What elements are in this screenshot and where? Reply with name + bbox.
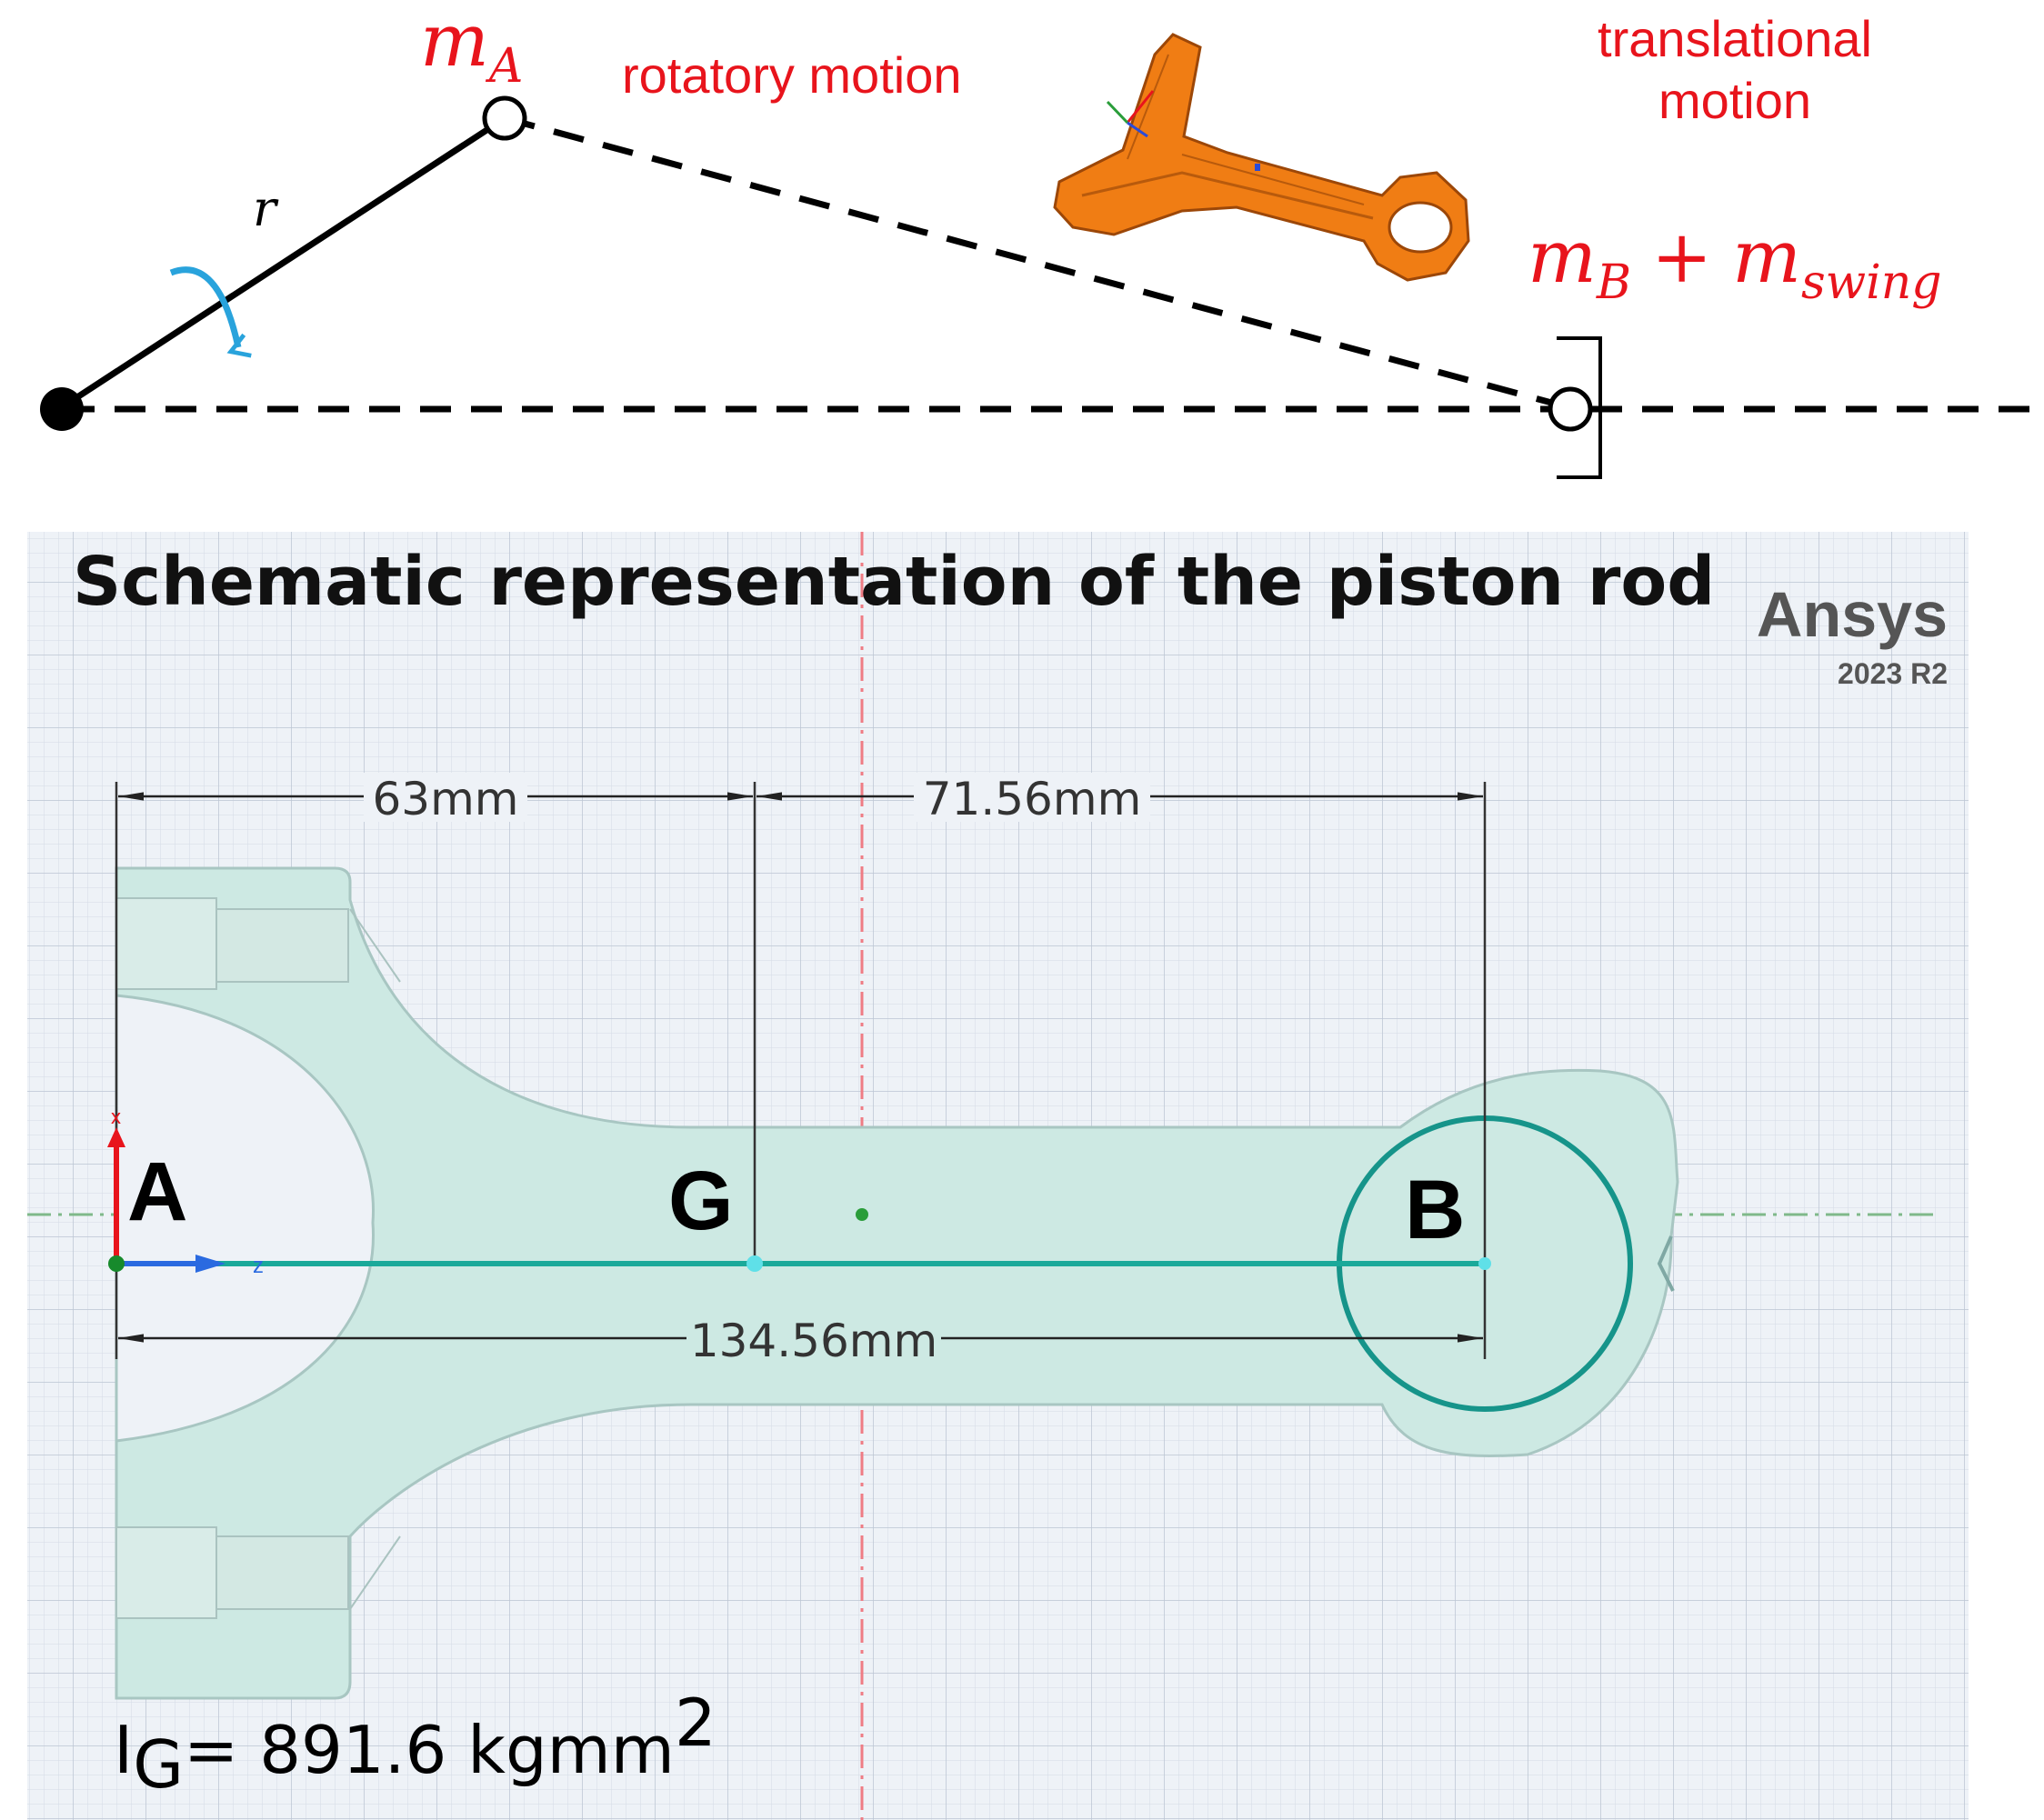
moment-of-inertia-label: IG= 891.6 kgmm2 <box>114 1685 716 1803</box>
point-a-label: A <box>127 1145 187 1238</box>
ansys-panel: 63mm 71.56mm 134.56mm x z A G B Sche <box>27 532 1969 1820</box>
ansys-version: 2023 R2 <box>1838 657 1948 690</box>
axis-x-label: x <box>111 1105 121 1128</box>
crank-pivot <box>40 387 84 431</box>
connecting-rod-dashed <box>504 115 1569 411</box>
piston-pin-b <box>1548 386 1593 432</box>
grid-origin-marker <box>856 1208 868 1221</box>
point-g-marker <box>746 1255 763 1272</box>
mass-b-swing-label: mB+mswing <box>1528 215 1942 310</box>
coordinate-triad: x z <box>107 1105 264 1278</box>
mechanism-schematic: r mA rotatory motion translational motio… <box>40 0 2044 479</box>
rotation-arrow-icon <box>169 266 252 358</box>
mass-a-label: mA <box>420 0 523 94</box>
crank-radius-label: r <box>253 180 279 237</box>
point-g-label: G <box>668 1155 734 1247</box>
ansys-logo: Ansys <box>1757 579 1948 650</box>
crank-pin-a <box>482 95 527 141</box>
point-b-label: B <box>1405 1164 1465 1256</box>
dim-ag-label: 63mm <box>372 773 518 825</box>
dim-ab-label: 134.56mm <box>690 1315 937 1367</box>
translational-label-line2: motion <box>1658 72 1811 129</box>
dimensions: 63mm 71.56mm 134.56mm <box>115 773 1487 1367</box>
dim-gb-label: 71.56mm <box>923 773 1142 825</box>
piston-rod-body <box>115 866 1679 1700</box>
piston-bracket <box>1557 336 1602 479</box>
axis-z-label: z <box>253 1254 264 1278</box>
panel-title: Schematic representation of the piston r… <box>73 543 1715 621</box>
rotatory-motion-label: rotatory motion <box>622 46 962 104</box>
connecting-rod-3d-image <box>1053 33 1470 282</box>
point-b-marker <box>1478 1257 1491 1270</box>
crank-arm <box>60 125 493 410</box>
translational-label-line1: translational <box>1598 10 1872 67</box>
